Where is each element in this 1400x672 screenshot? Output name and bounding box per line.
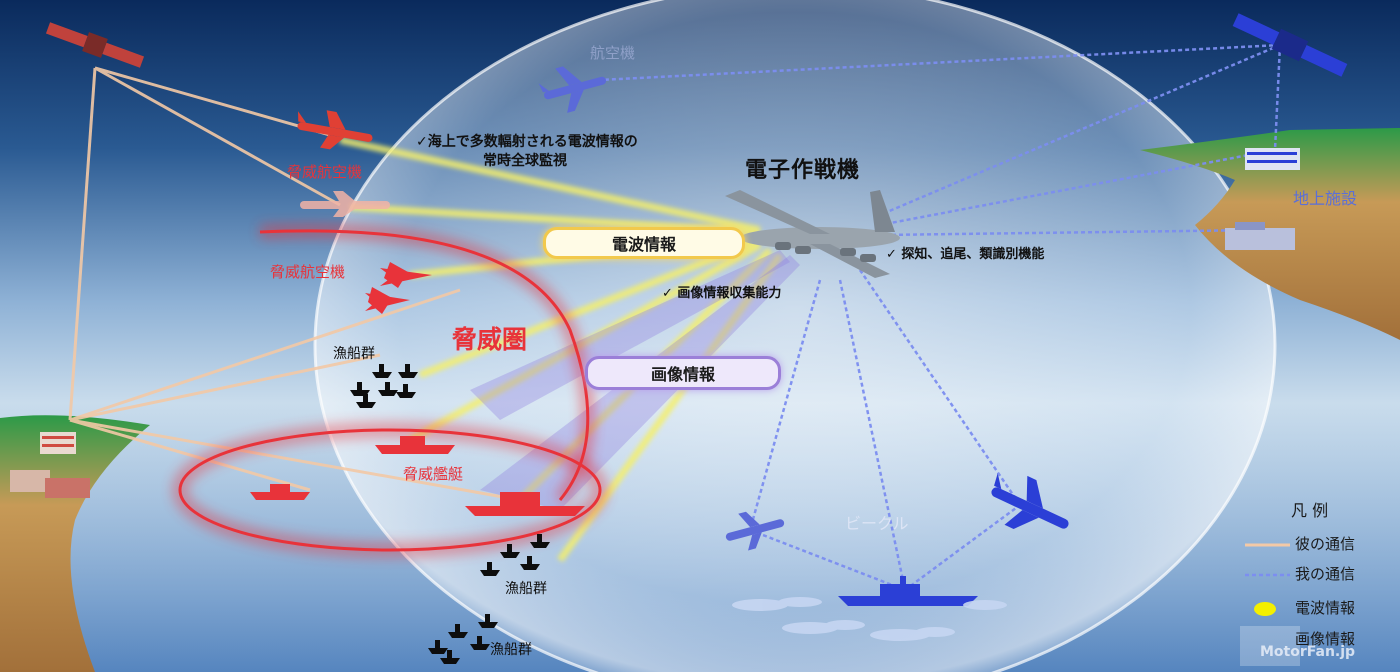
vehicle-aircraft-icon (991, 473, 1069, 530)
ship-icon (465, 492, 585, 516)
legend-radio-info: 電波情報 (1295, 599, 1356, 617)
fighter-jet-icon (384, 262, 408, 288)
vehicle-drone-icon (725, 511, 785, 551)
legend-their-comm: 彼の通信 (1295, 535, 1356, 553)
legend-our-comm: 我の通信 (1295, 565, 1356, 583)
label-ground-facility: 地上施設 (1293, 189, 1358, 208)
label-surveillance-line2: 常時全球監視 (483, 153, 567, 169)
label-threat-aircraft-2: 脅威航空機 (270, 263, 346, 281)
pill-radio-info-label: 電波情報 (611, 235, 676, 254)
pill-radio-info: 電波情報 (543, 227, 745, 259)
label-image-capability: ✓ 画像情報収集能力 (662, 286, 782, 301)
label-fishing-1: 漁船群 (333, 346, 375, 362)
ship-icon (250, 484, 310, 500)
label-fishing-2: 漁船群 (505, 581, 547, 597)
their-comm-lines (68, 66, 521, 502)
ew-aircraft-icon (725, 190, 900, 278)
clouds (732, 597, 1007, 641)
label-fishing-3: 漁船群 (490, 642, 532, 658)
vehicle-ship-icon (838, 576, 978, 606)
image-beam-1 (470, 250, 790, 420)
threat-aircraft-icon-2 (300, 191, 390, 217)
pill-image-info: 画像情報 (585, 356, 781, 390)
threat-ships (250, 436, 585, 516)
friendly-satellite-icon (1232, 13, 1348, 77)
threat-ground-facility-icon (10, 432, 90, 498)
threat-ship-ellipse (178, 428, 602, 552)
aircraft-icon (538, 66, 607, 113)
label-ew-aircraft: 電子作戦機 (745, 158, 861, 183)
friendly-ground-facility-icon (1225, 148, 1300, 250)
label-aircraft-top: 航空機 (590, 44, 636, 62)
fishing-boats-1 (350, 364, 418, 408)
threat-satellite-icon (45, 22, 145, 68)
label-threat-ship: 脅威艦艇 (403, 465, 464, 483)
watermark: MotorFan.jp (1260, 644, 1356, 660)
label-surveillance-line1: ✓海上で多数輻射される電波情報の (416, 134, 638, 150)
label-detect: ✓ 探知、追尾、類識別機能 (886, 247, 1045, 262)
fighter-jet-icons (365, 262, 432, 314)
fishing-boats-3 (428, 614, 498, 664)
pill-image-info-label: 画像情報 (650, 365, 715, 384)
label-threat-aircraft-1: 脅威航空機 (287, 163, 363, 181)
fishing-boats-2 (480, 534, 550, 576)
legend-title: 凡 例 (1291, 501, 1329, 520)
fighter-jet-icon (368, 287, 392, 314)
legend-image-info: 画像情報 (1295, 630, 1356, 648)
ship-icon (375, 436, 455, 454)
threat-zone-arc (259, 229, 590, 501)
label-vehicle: ビークル (845, 514, 909, 533)
legend-radio-swatch (1254, 602, 1276, 616)
our-comm-lines (599, 43, 1282, 592)
label-threat-zone: 脅威圏 (452, 325, 528, 354)
watermark-logo-shape (1240, 626, 1300, 666)
